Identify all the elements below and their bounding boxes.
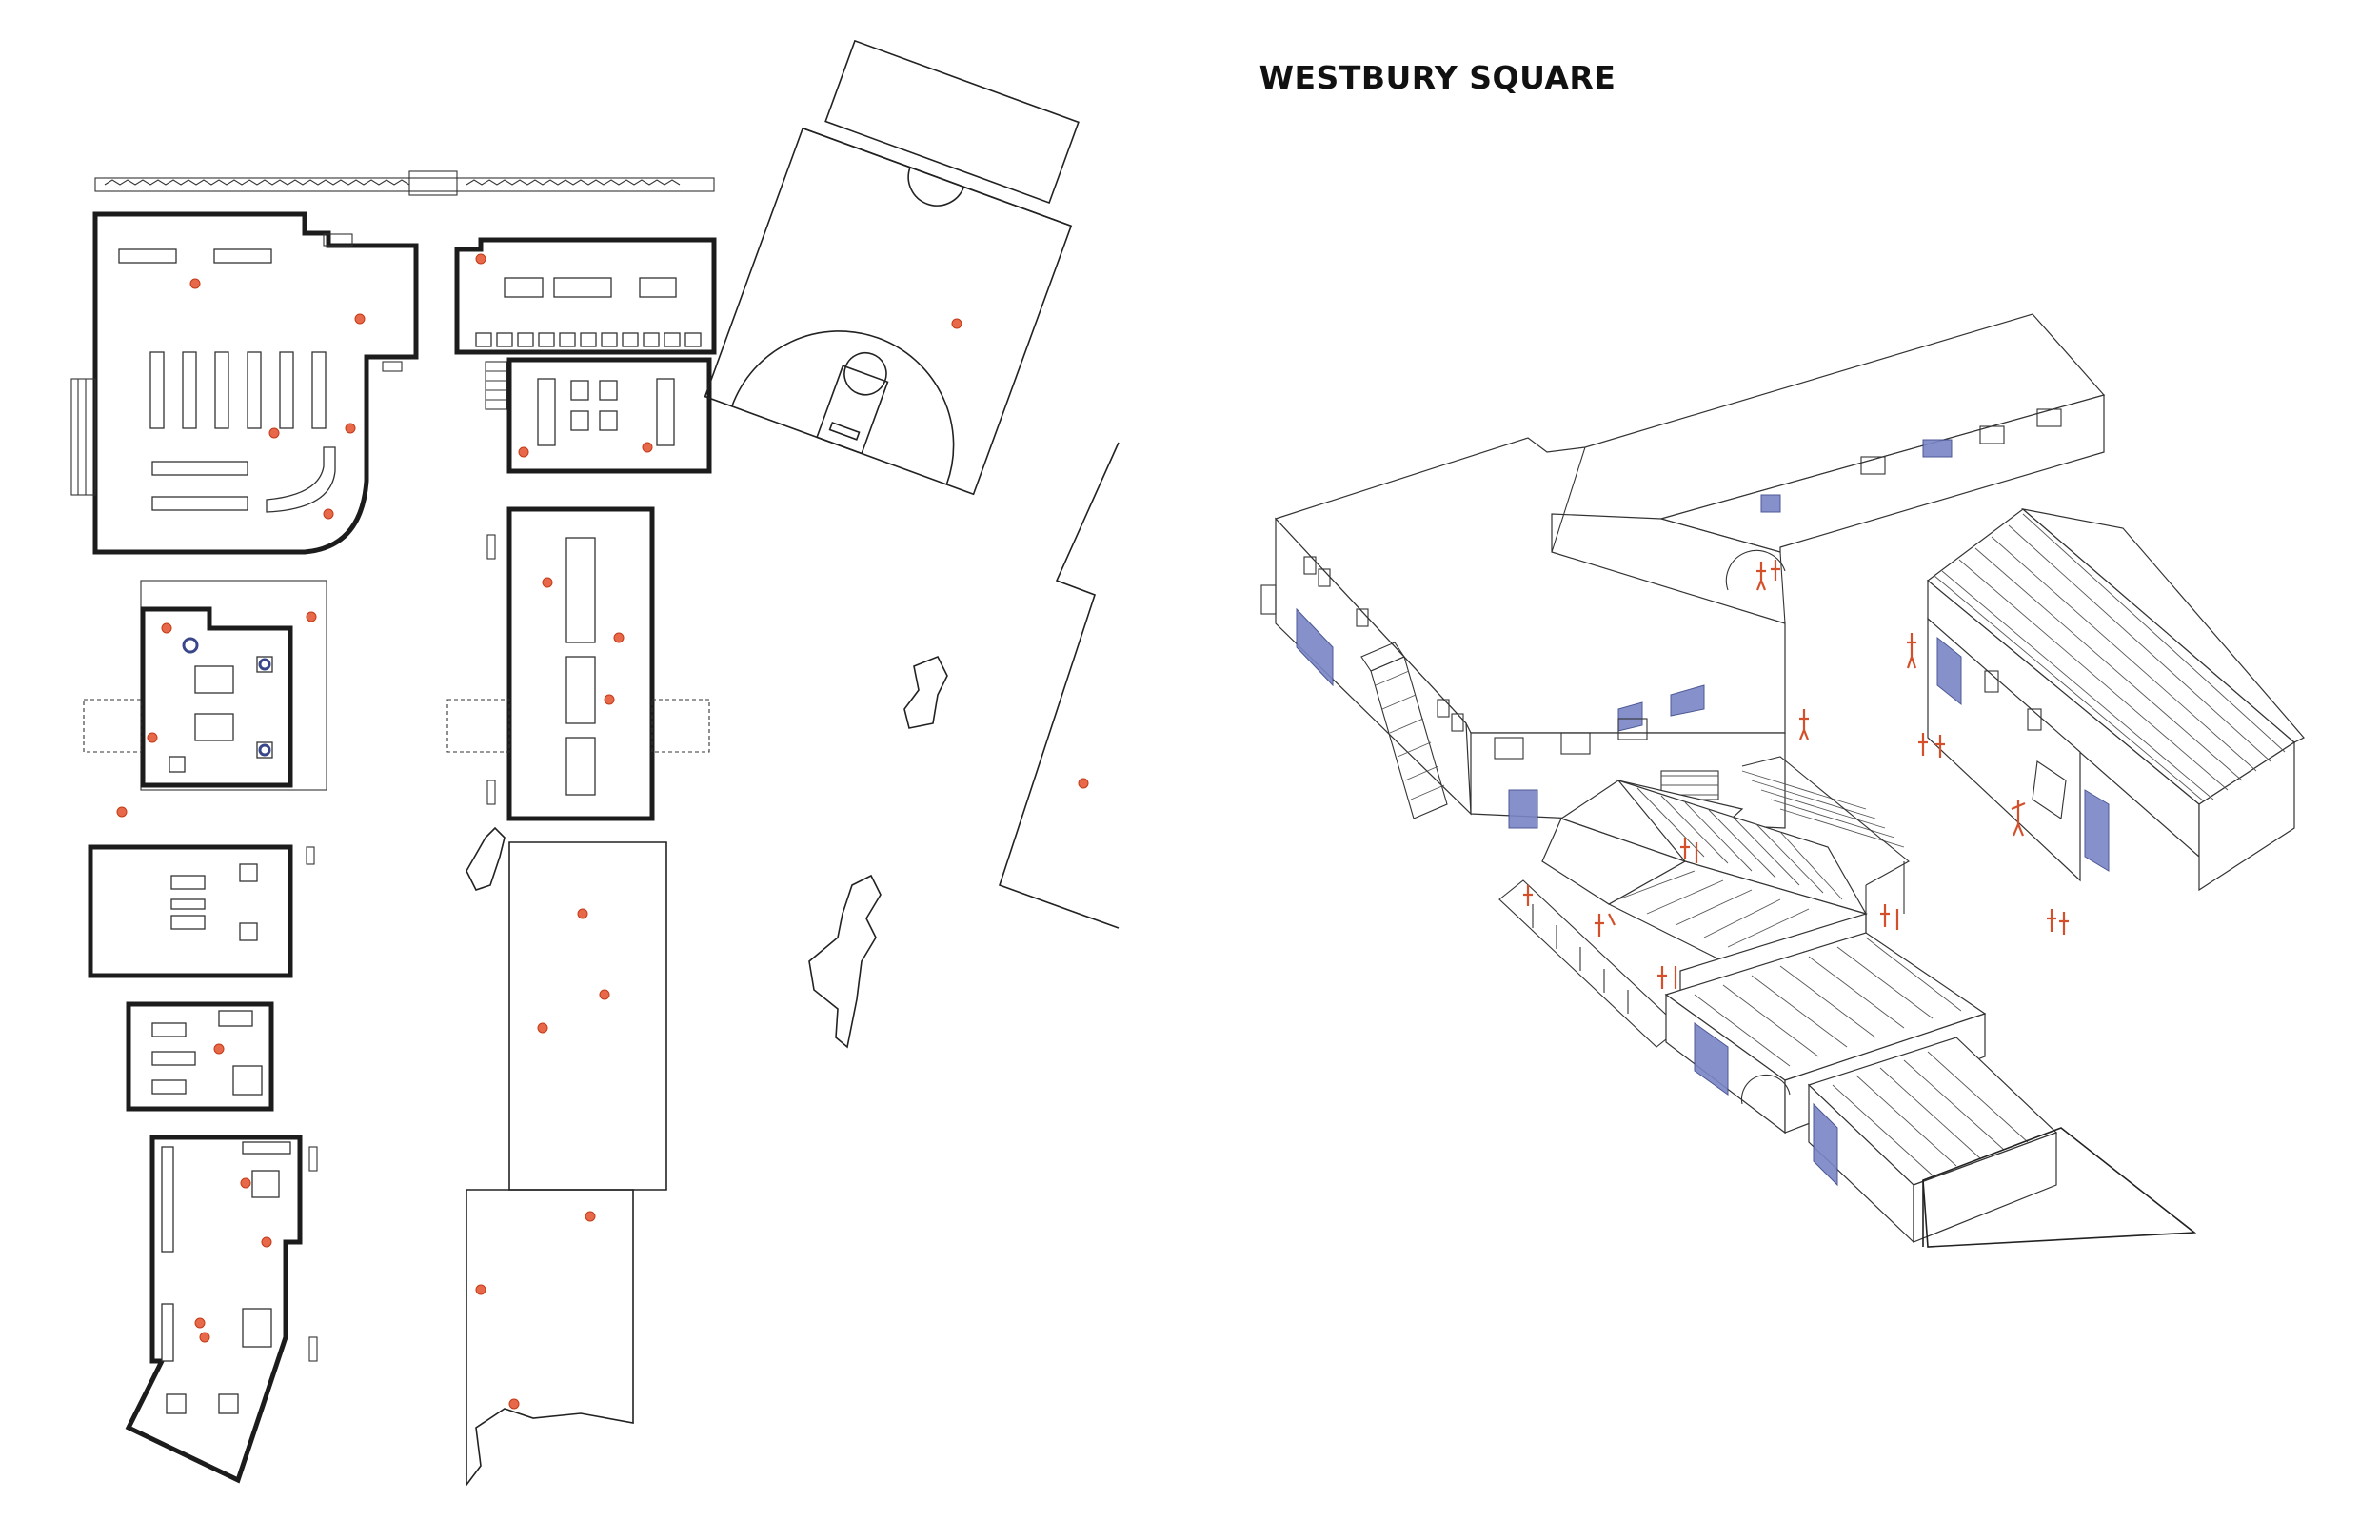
plan-people xyxy=(116,253,1089,1410)
east-gable-building xyxy=(1927,507,2305,892)
studio-building xyxy=(454,237,717,474)
pavilion-roof-hatch xyxy=(1617,787,1843,948)
drawing-title: WESTBURY SQUARE xyxy=(1259,59,1616,96)
library-building xyxy=(70,211,419,555)
workshop-room xyxy=(88,844,315,978)
lower-outline-building xyxy=(1922,1127,2197,1248)
axo-people xyxy=(1523,560,2069,989)
perimeter-fence xyxy=(94,170,715,196)
site-plan xyxy=(70,39,1120,1488)
pond-shapes xyxy=(808,655,948,1049)
west-windows xyxy=(1303,556,1464,732)
external-stair xyxy=(1360,642,1448,819)
garden-plots xyxy=(466,826,667,1488)
small-office xyxy=(126,1001,274,1112)
axonometric-view xyxy=(1260,313,2305,1248)
small-gable-building xyxy=(1807,1037,2058,1244)
south-building xyxy=(125,1135,318,1484)
dining-hall xyxy=(446,506,710,821)
classroom-west xyxy=(83,580,327,791)
basketball-court xyxy=(704,39,1080,496)
seating-row xyxy=(475,332,702,347)
gable-roof-hatch xyxy=(1934,513,2286,802)
colonnade xyxy=(1532,904,1629,1014)
east-building-outline xyxy=(998,442,1120,929)
